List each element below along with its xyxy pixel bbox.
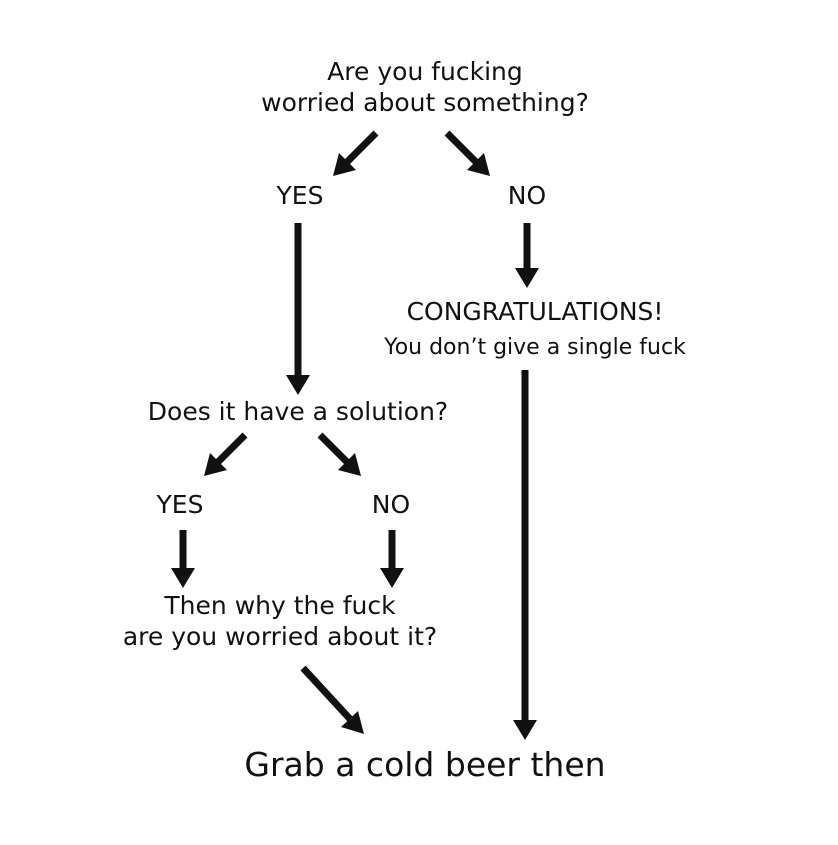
arrow-q1-to-no <box>444 130 490 176</box>
arrow-yes-to-q2 <box>286 223 310 395</box>
why-worried-line-1: Then why the fuck <box>164 591 396 620</box>
answer-yes-worried: YES <box>276 181 324 210</box>
why-worried-text: Then why the fuck are you worried about … <box>80 590 480 653</box>
arrow-q2-to-yes <box>204 432 248 476</box>
arrow-congrats-to-final <box>513 370 537 740</box>
question-solution: Does it have a solution? <box>147 397 449 426</box>
congratulations-subtitle: You don’t give a single fuck <box>384 335 686 360</box>
final-outcome: Grab a cold beer then <box>244 745 606 784</box>
arrow-yes2-to-why <box>171 530 195 588</box>
answer-no-worried: NO <box>507 181 547 210</box>
question-worried-line-2: worried about something? <box>261 88 589 118</box>
answer-yes-solution: YES <box>156 490 204 519</box>
answer-no-solution: NO <box>371 490 411 519</box>
question-worried-line-1: Are you fucking <box>327 57 523 86</box>
arrow-no-to-congrats <box>515 223 539 288</box>
congratulations-title: CONGRATULATIONS! <box>406 297 664 326</box>
why-worried-line-2: are you worried about it? <box>122 622 438 652</box>
arrow-no2-to-why <box>380 530 404 588</box>
arrow-why-to-final <box>300 665 364 734</box>
arrow-q2-to-no <box>317 432 361 476</box>
arrow-q1-to-yes <box>333 130 379 176</box>
question-worried: Are you fucking worried about something? <box>225 56 625 119</box>
